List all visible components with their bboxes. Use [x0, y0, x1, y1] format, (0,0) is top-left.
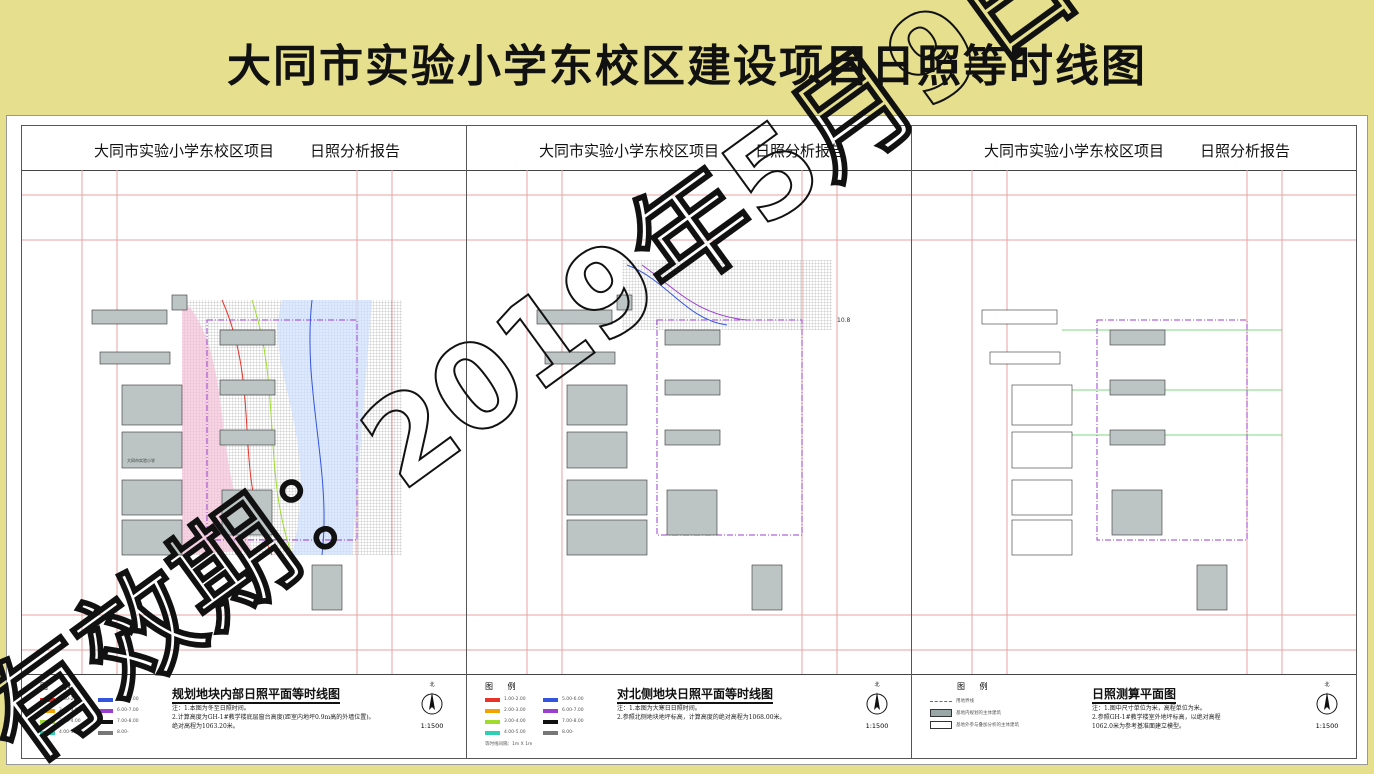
- panel-header: 大同市实验小学东校区项目 日照分析报告: [467, 126, 911, 171]
- legend-item: 6.00-7.00: [98, 706, 148, 715]
- north-arrow-icon: 北: [857, 681, 897, 720]
- panel-sunlight-calculation: 大同市实验小学东校区项目 日照分析报告 图 例 用: [911, 125, 1357, 759]
- legend-item: 5.00-6.00: [98, 695, 148, 704]
- legend-item: 4.00-5.00: [40, 728, 98, 737]
- drawing-title: 对北侧地块日照平面等时线图: [617, 685, 774, 704]
- panel-header: 大同市实验小学东校区项目 日照分析报告: [912, 126, 1356, 171]
- project-name: 大同市实验小学东校区项目: [984, 142, 1165, 160]
- legend-item: 7.00-8.00: [98, 717, 148, 726]
- banner-title: 大同市实验小学东校区建设项目日照等时线图: [227, 41, 1147, 92]
- legend-item: 1.00-2.00: [40, 695, 98, 704]
- drawing-title: 规划地块内部日照平面等时线图: [172, 685, 341, 704]
- legend-item: 7.00-8.00: [543, 717, 593, 726]
- site-plan-drawing: [912, 170, 1356, 675]
- legend-item: 2.00-3.00: [40, 706, 98, 715]
- panel-footer: 图 例 1.00-2.00 5.00-6.00 2.00-3.00 6.00-7…: [467, 674, 911, 758]
- legend-item: 基地内规划的主体建筑: [930, 707, 1019, 719]
- site-plan-drawing: 10.8: [467, 170, 911, 675]
- panel-footer: 图 例 用地界线 基地内规划的主体建筑 基地外参与叠加分析的主体建筑 日照测算平…: [912, 674, 1356, 758]
- legend-title: 图 例: [40, 682, 77, 691]
- scale-label: 1:1500: [1315, 722, 1339, 730]
- drawing-title: 日照测算平面图: [1092, 685, 1177, 704]
- panel-internal-isochrone: 大同市实验小学东校区项目 日照分析报告: [21, 125, 467, 759]
- report-name: 日照分析报告: [755, 142, 846, 160]
- legend: 1.00-2.00 5.00-6.00 2.00-3.00 6.00-7.00 …: [485, 695, 593, 748]
- legend-item: 用地界线: [930, 695, 1019, 707]
- legend-item: 4.00-5.00: [485, 728, 543, 737]
- panel-footer: 图 例 1.00-2.00 5.00-6.00 2.00-3.00 6.00-7…: [22, 674, 466, 758]
- scale-label: 1:1500: [865, 722, 889, 730]
- legend-item: 2.00-3.00: [485, 706, 543, 715]
- scale-label: 1:1500: [420, 722, 444, 730]
- project-name: 大同市实验小学东校区项目: [539, 142, 720, 160]
- plan-label: 大同市实验小学: [127, 457, 155, 463]
- report-name: 日照分析报告: [310, 142, 401, 160]
- notes: 注：1.本图为冬至日照时间。2.计算高度为GH-1#教学楼底层窗台高度(距室内地…: [172, 705, 375, 730]
- legend-title: 图 例: [485, 682, 522, 691]
- north-arrow-icon: 北: [412, 681, 452, 720]
- panel-north-isochrone: 大同市实验小学东校区项目 日照分析报告 10.8: [466, 125, 912, 759]
- legend: 用地界线 基地内规划的主体建筑 基地外参与叠加分析的主体建筑: [930, 695, 1019, 731]
- legend-item: 6.00-7.00: [543, 706, 593, 715]
- legend-title: 图 例: [957, 682, 994, 691]
- panel-header: 大同市实验小学东校区项目 日照分析报告: [22, 126, 466, 171]
- legend-item: 基地外参与叠加分析的主体建筑: [930, 719, 1019, 731]
- notes: 注：1.本图为大寒日日照时间。2.参照北侧地块地坪标高，计算高度的绝对高程为10…: [617, 705, 786, 721]
- legend-item: 8.00-: [98, 728, 148, 737]
- legend-item: 8.00-: [543, 728, 593, 737]
- legend-extra: 等时线间隔：1m X 1m: [485, 741, 533, 747]
- legend-item: 1.00-2.00: [485, 695, 543, 704]
- dimension-label: 10.8: [837, 317, 851, 324]
- drawing-sheet: 大同市实验小学东校区项目 日照分析报告: [6, 115, 1368, 765]
- north-arrow-icon: 北: [1307, 681, 1347, 720]
- legend-item: 5.00-6.00: [543, 695, 593, 704]
- legend-item: 3.00-4.00: [485, 717, 543, 726]
- site-plan-drawing: 大同市实验小学: [22, 170, 466, 675]
- legend-item: 3.00-4.00: [40, 717, 98, 726]
- notes: 注：1.图中尺寸单位为米，高程单位为米。2.参照GH-1#教学楼室外地坪标高，以…: [1092, 705, 1221, 730]
- project-name: 大同市实验小学东校区项目: [94, 142, 275, 160]
- report-name: 日照分析报告: [1200, 142, 1291, 160]
- legend: 1.00-2.00 5.00-6.00 2.00-3.00 6.00-7.00 …: [40, 695, 148, 737]
